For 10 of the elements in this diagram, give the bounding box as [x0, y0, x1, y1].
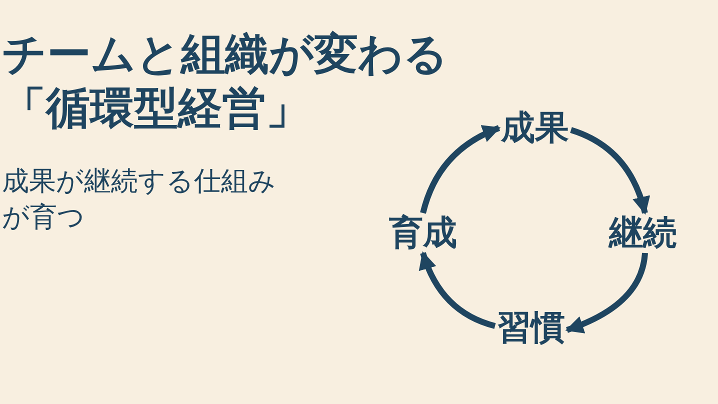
cycle-step-label: 継続 — [607, 213, 679, 253]
cycle-step-label: 習慣 — [495, 308, 567, 348]
cycle-step-label: 成果 — [499, 108, 571, 148]
cycle-arrow — [420, 125, 501, 214]
cycle-arrow — [419, 251, 496, 329]
subtitle: 成果が継続する仕組みが育つ — [2, 165, 277, 235]
title: チームと組織が変わる「循環型経営」 — [2, 28, 449, 136]
cycle-step-label: 育成 — [387, 213, 459, 253]
cycle-arrow — [565, 252, 648, 333]
cycle-arrow — [570, 127, 650, 215]
